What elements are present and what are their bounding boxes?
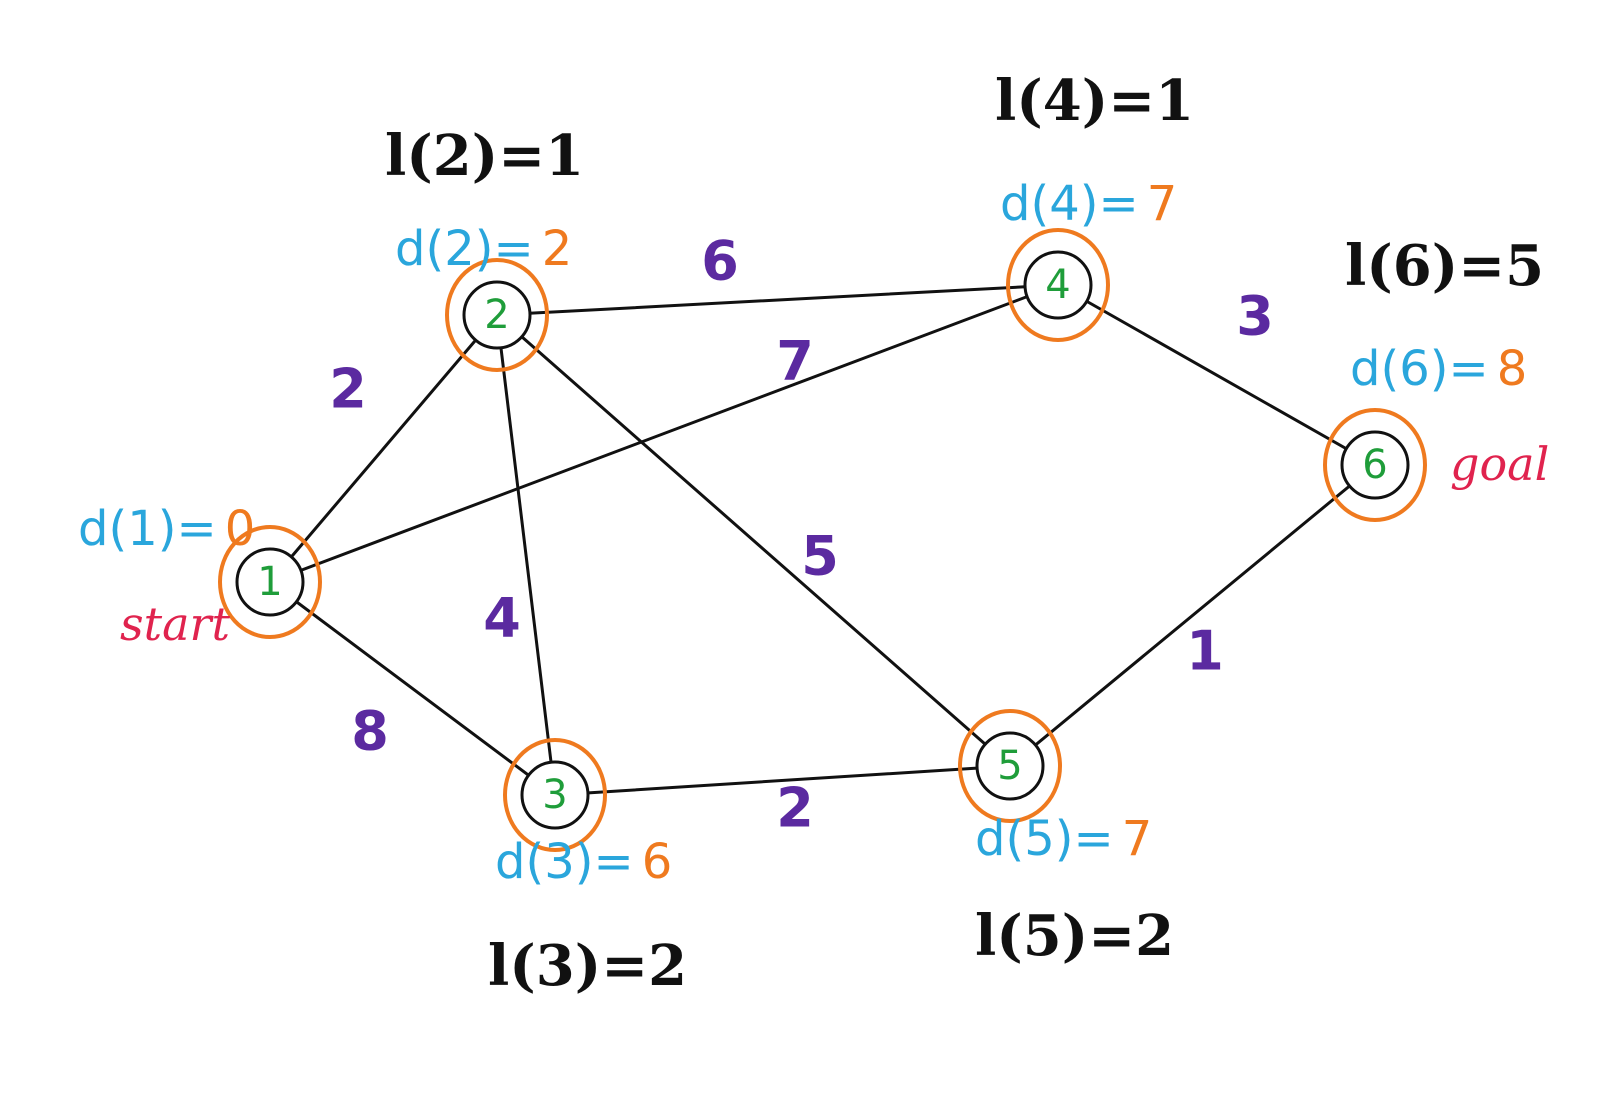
node-label: 3 bbox=[542, 772, 567, 818]
node-annotation-goal: goal bbox=[1450, 437, 1549, 491]
edges-layer bbox=[268, 283, 1377, 797]
node-4: 4 bbox=[1006, 228, 1110, 342]
node-annotation-start: start bbox=[120, 597, 231, 651]
edge-2-4 bbox=[495, 283, 1060, 317]
distance-value: 8 bbox=[1497, 341, 1528, 397]
distance-label-5: d(5)=7 bbox=[975, 811, 1152, 867]
edge-3-5 bbox=[553, 764, 1012, 797]
edge-4-6 bbox=[1056, 283, 1377, 467]
edge-1-2 bbox=[268, 313, 499, 584]
edge-weight-1-3: 8 bbox=[351, 700, 389, 763]
distance-label-6: d(6)=8 bbox=[1350, 341, 1527, 397]
node-label: 5 bbox=[997, 743, 1022, 789]
node-2: 2 bbox=[445, 258, 549, 372]
distance-value: 6 bbox=[642, 834, 673, 890]
level-label-4: l(4)=1 bbox=[995, 68, 1194, 134]
edge-weight-1-2: 2 bbox=[329, 358, 367, 421]
node-circle bbox=[462, 280, 532, 350]
distance-value: 2 bbox=[542, 221, 573, 277]
nodes-layer: 1 2 3 4 5 6 bbox=[218, 228, 1427, 852]
node-highlight-ring bbox=[1006, 228, 1110, 342]
node-highlight-ring bbox=[503, 738, 607, 852]
edge-2-3 bbox=[495, 313, 557, 797]
node-highlight-ring bbox=[1323, 408, 1427, 522]
node-5: 5 bbox=[958, 709, 1062, 823]
edge-weight-2-3: 4 bbox=[483, 587, 521, 650]
distance-prefix: d(1)= bbox=[78, 501, 217, 557]
edge-weight-4-6: 3 bbox=[1236, 285, 1274, 348]
edge-weight-3-5: 2 bbox=[776, 777, 814, 840]
node-circle bbox=[520, 760, 590, 830]
node-label: 4 bbox=[1045, 262, 1070, 308]
edge-weight-1-4: 7 bbox=[776, 330, 814, 393]
node-circle bbox=[1340, 430, 1410, 500]
node-1: 1 bbox=[218, 525, 322, 639]
node-highlight-ring bbox=[445, 258, 549, 372]
node-highlight-ring bbox=[218, 525, 322, 639]
level-label-5: l(5)=2 bbox=[975, 903, 1174, 969]
distance-prefix: d(3)= bbox=[495, 834, 634, 890]
edge-weight-5-6: 1 bbox=[1186, 620, 1224, 683]
node-circle bbox=[1023, 250, 1093, 320]
node-6: 6 bbox=[1323, 408, 1427, 522]
distance-value: 7 bbox=[1122, 811, 1153, 867]
edge-1-4 bbox=[268, 283, 1060, 584]
level-label-2: l(2)=1 bbox=[385, 123, 584, 189]
distance-label-1: d(1)=0 bbox=[78, 501, 255, 557]
distance-value: 0 bbox=[225, 501, 256, 557]
node-label: 6 bbox=[1362, 442, 1387, 488]
distance-value: 7 bbox=[1147, 176, 1178, 232]
weights-layer: 2 8 7 4 6 5 2 3 1 bbox=[329, 230, 1274, 840]
edge-5-6 bbox=[1008, 463, 1377, 768]
edge-2-5 bbox=[495, 313, 1012, 768]
level-label-6: l(6)=5 bbox=[1345, 233, 1544, 299]
node-circle bbox=[975, 731, 1045, 801]
distance-label-2: d(2)=2 bbox=[395, 221, 572, 277]
node-highlight-ring bbox=[958, 709, 1062, 823]
edge-weight-2-5: 5 bbox=[801, 525, 839, 588]
distance-label-4: d(4)=7 bbox=[1000, 176, 1177, 232]
level-label-3: l(3)=2 bbox=[488, 933, 687, 999]
labels-layer: d(1)=0startd(2)=2l(2)=1d(3)=6l(3)=2d(4)=… bbox=[78, 68, 1549, 999]
distance-label-3: d(3)=6 bbox=[495, 834, 672, 890]
distance-prefix: d(4)= bbox=[1000, 176, 1139, 232]
node-circle bbox=[235, 547, 305, 617]
distance-prefix: d(2)= bbox=[395, 221, 534, 277]
edge-weight-2-4: 6 bbox=[701, 230, 739, 293]
node-label: 2 bbox=[484, 292, 509, 338]
distance-prefix: d(6)= bbox=[1350, 341, 1489, 397]
distance-prefix: d(5)= bbox=[975, 811, 1114, 867]
edge-1-3 bbox=[268, 580, 557, 797]
node-3: 3 bbox=[503, 738, 607, 852]
node-label: 1 bbox=[257, 559, 282, 605]
